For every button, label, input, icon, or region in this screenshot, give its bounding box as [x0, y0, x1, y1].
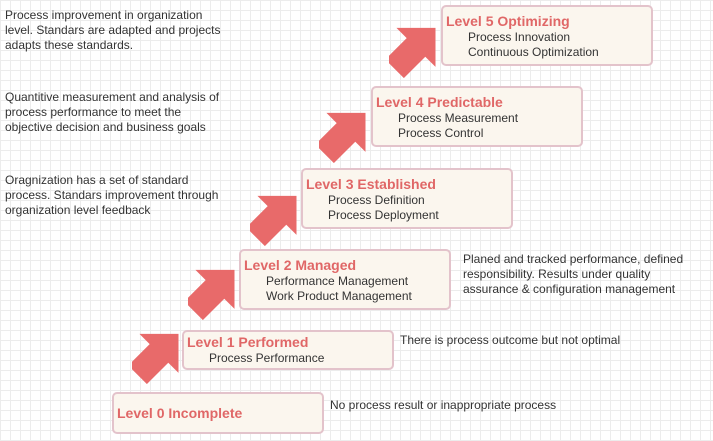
note-level-0: No process result or inappropriate proce…: [330, 398, 556, 412]
note-line: process. Standars improvement through: [5, 188, 219, 202]
note-level-2: Planed and tracked performance, defined …: [463, 252, 683, 297]
level-0-box: Level 0 Incomplete: [112, 392, 324, 434]
note-level-3: Oragnization has a set of standard proce…: [5, 173, 218, 218]
level-4-item: Process Measurement: [398, 111, 519, 125]
level-2-title: Level 2 Managed: [244, 257, 357, 273]
level-3-title: Level 3 Established: [306, 176, 436, 192]
level-1-item: Process Performance: [209, 351, 325, 365]
note-level-4: Quantitive measurement and analysis of p…: [5, 90, 219, 135]
note-line: Oragnization has a set of standard: [5, 173, 189, 187]
level-1-title: Level 1 Performed: [187, 334, 309, 350]
arrow-up-right-icon: [250, 195, 297, 246]
note-line: responsibility. Results under quality: [463, 267, 651, 281]
note-line: objective decision and business goals: [5, 120, 206, 134]
level-5-title: Level 5 Optimizing: [446, 13, 570, 29]
note-line: process performance to meet the: [5, 105, 182, 119]
note-line: level. Standars are adapted and projects: [5, 23, 221, 37]
note-line: assurance & configuration management: [463, 282, 676, 296]
level-0-title: Level 0 Incomplete: [117, 405, 243, 421]
level-3-item: Process Deployment: [328, 208, 439, 222]
arrow-up-right-icon: [389, 27, 436, 78]
level-3-item: Process Definition: [328, 193, 425, 207]
note-line: Planed and tracked performance, defined: [463, 252, 684, 266]
level-3-box: Level 3 Established Process Definition P…: [301, 168, 513, 229]
arrow-up-right-icon: [132, 333, 179, 384]
note-line: organization level feedback: [5, 203, 151, 217]
level-2-item: Performance Management: [266, 274, 409, 288]
note-line: adapts these standards.: [5, 38, 134, 52]
arrow-up-right-icon: [188, 269, 235, 320]
level-5-item: Process Innovation: [468, 30, 571, 44]
note-level-1: There is process outcome but not optimal: [400, 333, 620, 347]
note-line: No process result or inappropriate proce…: [330, 398, 557, 412]
note-line: There is process outcome but not optimal: [400, 333, 621, 347]
arrow-up-right-icon: [319, 112, 366, 163]
level-1-box: Level 1 Performed Process Performance: [182, 330, 394, 370]
note-line: Quantitive measurement and analysis of: [5, 90, 220, 104]
level-2-box: Level 2 Managed Performance Management W…: [239, 249, 451, 310]
note-line: Process improvement in organization: [5, 8, 203, 22]
level-5-box: Level 5 Optimizing Process Innovation Co…: [441, 5, 653, 66]
level-4-box: Level 4 Predictable Process Measurement …: [371, 86, 583, 147]
level-4-item: Process Control: [398, 126, 484, 140]
note-level-5: Process improvement in organization leve…: [5, 8, 220, 53]
level-2-item: Work Product Management: [266, 289, 412, 303]
level-4-title: Level 4 Predictable: [376, 94, 503, 110]
level-5-item: Continuous Optimization: [468, 45, 599, 59]
